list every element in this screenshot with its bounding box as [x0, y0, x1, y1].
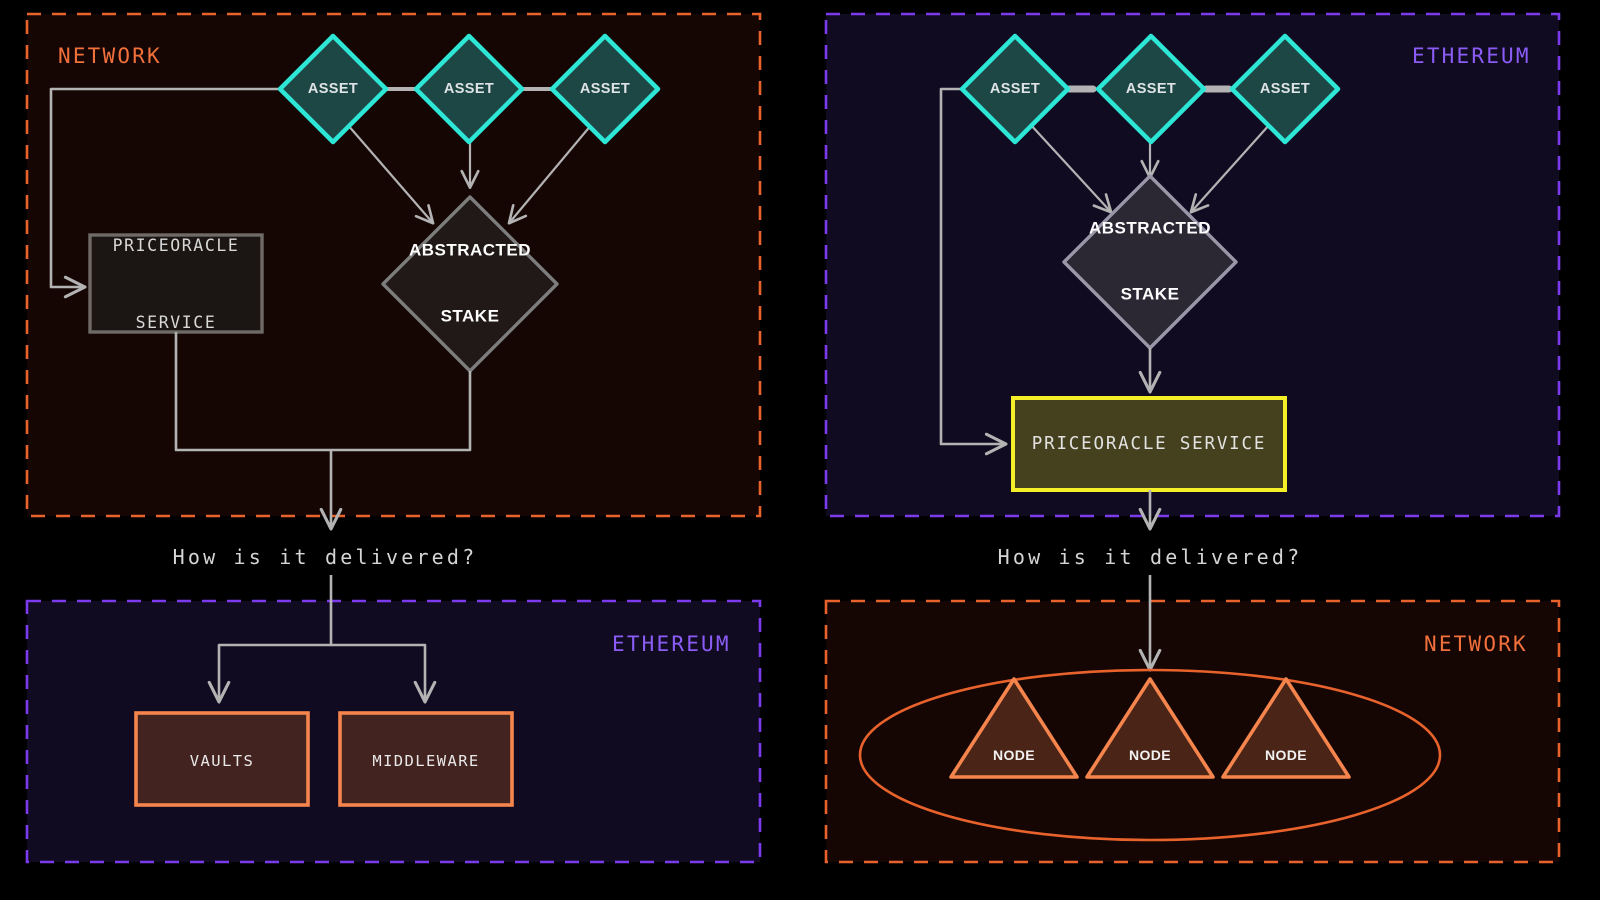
edge-asset3-to-stake-right	[1189, 123, 1271, 214]
edge-question-to-bottom-left	[207, 575, 333, 704]
asset-diamond-2-left[interactable]	[413, 33, 525, 145]
asset-diamond-2-right[interactable]	[1095, 33, 1207, 145]
asset-diamond-1-left[interactable]	[277, 33, 389, 145]
node-triangle-2[interactable]	[1085, 677, 1215, 779]
vaults-box[interactable]	[134, 711, 310, 807]
node-triangle-3[interactable]	[1221, 677, 1351, 779]
priceoracle-service-box-left[interactable]	[88, 233, 264, 334]
asset-diamond-3-left[interactable]	[549, 33, 661, 145]
panel-label-top-left: NETWORK	[58, 44, 162, 68]
network-ellipse	[858, 668, 1442, 842]
node-triangle-1[interactable]	[949, 677, 1079, 779]
edge-asset1-to-stake-right	[1029, 123, 1113, 214]
edge-asset3-to-stake-left	[507, 123, 593, 225]
asset-diamond-1-right[interactable]	[959, 33, 1071, 145]
edge-asset-to-oracle-right	[939, 87, 1008, 456]
edge-asset-to-oracle-left	[49, 87, 281, 299]
edge-oracle-merge-left	[174, 332, 472, 452]
asset-diamond-3-right[interactable]	[1229, 33, 1341, 145]
panel-label-top-right: ETHEREUM	[1412, 44, 1531, 68]
panel-label-bottom-left: ETHEREUM	[612, 632, 731, 656]
edge-question-to-bottom-left-2	[331, 643, 437, 704]
panel-label-bottom-right: NETWORK	[1424, 632, 1528, 656]
edge-asset1-to-stake-left	[346, 123, 435, 225]
priceoracle-service-box-right[interactable]	[1011, 396, 1287, 492]
panel-bottom-right-frame	[824, 599, 1561, 864]
middleware-box[interactable]	[338, 711, 514, 807]
